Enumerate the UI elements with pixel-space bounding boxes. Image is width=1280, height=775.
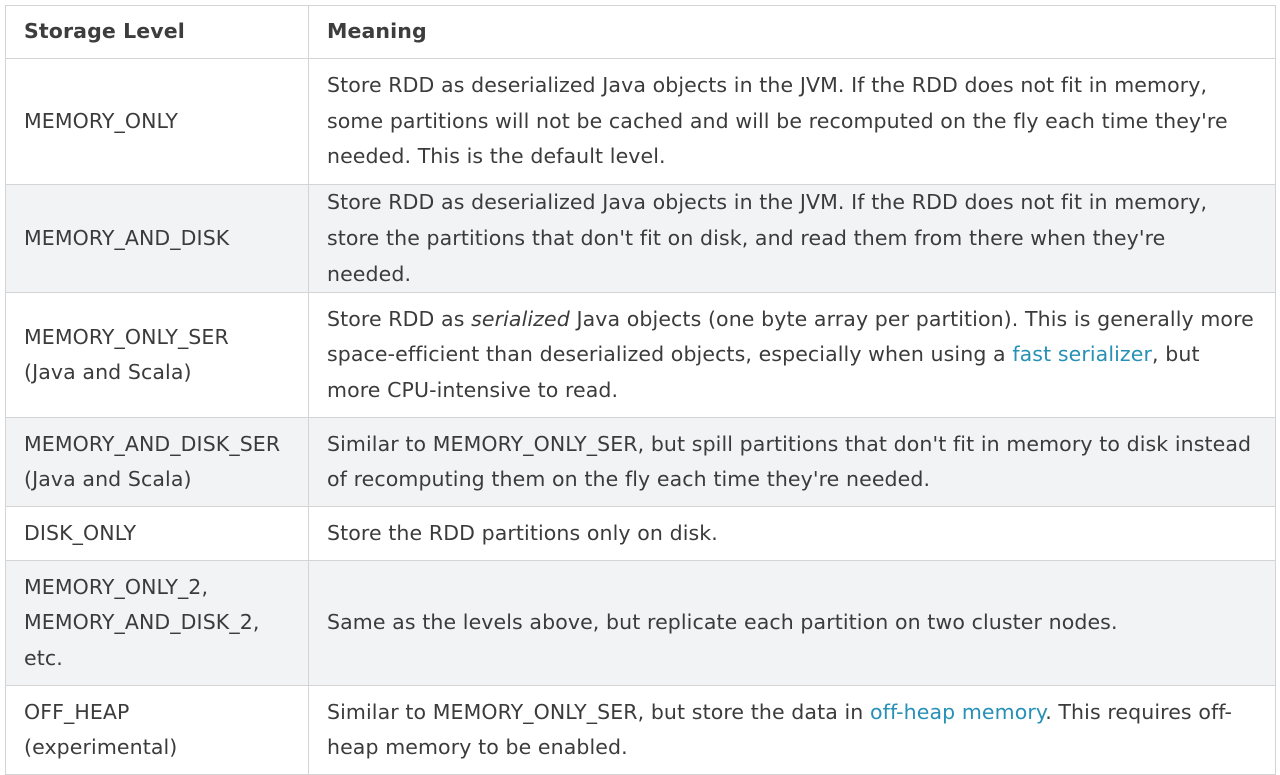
table-row: MEMORY_ONLY_SER (Java and Scala) Store R… [5, 292, 1276, 419]
meaning-emphasis: serialized [471, 306, 570, 331]
storage-level-name: MEMORY_AND_DISK [24, 225, 230, 250]
meaning-text: Same as the levels above, but replicate … [327, 610, 1118, 635]
meaning-text: Store the RDD partitions only on disk. [327, 520, 718, 545]
header-meaning: Meaning [308, 5, 1276, 59]
table-row: MEMORY_AND_DISK_SER (Java and Scala) Sim… [5, 417, 1276, 508]
table-row: MEMORY_ONLY_2, MEMORY_AND_DISK_2, etc. S… [5, 560, 1276, 687]
meaning-text: . This requires off-heap memory to be en… [327, 699, 1232, 760]
storage-level-cell: MEMORY_ONLY [5, 58, 309, 185]
storage-levels-table-container: Storage Level Meaning MEMORY_ONLY Store … [5, 5, 1276, 775]
storage-level-name: DISK_ONLY [24, 520, 137, 545]
storage-level-cell: MEMORY_ONLY_2, MEMORY_AND_DISK_2, etc. [5, 560, 309, 687]
table-row: OFF_HEAP (experimental) Similar to MEMOR… [5, 685, 1276, 775]
meaning-cell: Same as the levels above, but replicate … [308, 560, 1276, 687]
meaning-cell: Store RDD as deserialized Java objects i… [308, 58, 1276, 185]
storage-level-note: etc. [24, 646, 63, 671]
storage-level-name: MEMORY_ONLY [24, 108, 178, 133]
storage-level-name: MEMORY_AND_DISK_SER [24, 431, 281, 456]
storage-level-cell: DISK_ONLY [5, 506, 309, 562]
table-row: DISK_ONLY Store the RDD partitions only … [5, 506, 1276, 562]
storage-level-name: MEMORY_ONLY_SER [24, 324, 229, 349]
storage-level-cell: MEMORY_AND_DISK [5, 183, 309, 294]
storage-level-note: (Java and Scala) [24, 467, 192, 492]
storage-level-cell: MEMORY_AND_DISK_SER (Java and Scala) [5, 417, 309, 508]
meaning-text: Java objects (one byte array per partiti… [327, 306, 1254, 367]
storage-level-name: MEMORY_AND_DISK_2, [24, 610, 260, 635]
storage-level-name: MEMORY_ONLY_2, [24, 574, 209, 599]
meaning-cell: Store the RDD partitions only on disk. [308, 506, 1276, 562]
storage-level-cell: MEMORY_ONLY_SER (Java and Scala) [5, 292, 309, 419]
storage-levels-table: Storage Level Meaning MEMORY_ONLY Store … [5, 5, 1276, 775]
meaning-text: Store RDD as deserialized Java objects i… [327, 190, 1208, 286]
storage-level-name: OFF_HEAP [24, 699, 130, 724]
meaning-text: , but more CPU-intensive to read. [327, 342, 1200, 403]
storage-level-cell: OFF_HEAP (experimental) [5, 685, 309, 775]
meaning-text: Similar to MEMORY_ONLY_SER, but spill pa… [327, 431, 1252, 492]
table-header-row: Storage Level Meaning [5, 5, 1276, 59]
header-storage-level: Storage Level [5, 5, 309, 59]
storage-level-note: (Java and Scala) [24, 360, 192, 385]
fast-serializer-link[interactable]: fast serializer [1012, 342, 1153, 367]
meaning-text: Similar to MEMORY_ONLY_SER, but store th… [327, 699, 871, 724]
meaning-cell: Similar to MEMORY_ONLY_SER, but spill pa… [308, 417, 1276, 508]
meaning-text: Store RDD as deserialized Java objects i… [327, 72, 1228, 169]
meaning-cell: Store RDD as deserialized Java objects i… [308, 183, 1276, 294]
table-row: MEMORY_ONLY Store RDD as deserialized Ja… [5, 58, 1276, 185]
meaning-cell: Similar to MEMORY_ONLY_SER, but store th… [308, 685, 1276, 775]
off-heap-memory-link[interactable]: off-heap memory [870, 699, 1046, 724]
meaning-cell: Store RDD as serialized Java objects (on… [308, 292, 1276, 419]
storage-level-note: (experimental) [24, 735, 178, 760]
meaning-text: Store RDD as [327, 306, 472, 331]
table-row: MEMORY_AND_DISK Store RDD as deserialize… [5, 183, 1276, 294]
